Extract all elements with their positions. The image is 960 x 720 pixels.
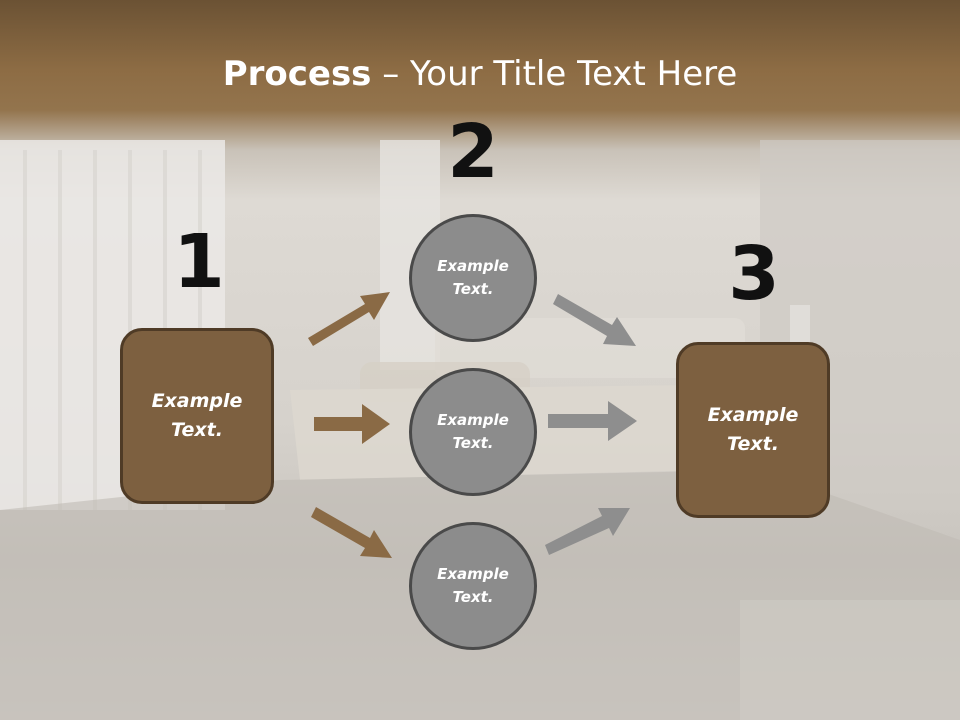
step-number-3: 3 [728,231,780,317]
step-number-2: 2 [447,109,499,195]
title-bold: Process [222,54,372,94]
arrow-top-to-3 [553,294,636,346]
arrow-1-to-middle [314,404,390,444]
step-2-circle-middle-text: Example Text. [437,411,509,452]
step-1-box: Example Text. [120,328,274,504]
title-rest: – Your Title Text Here [371,54,738,94]
step-2-circle-bottom-text: Example Text. [437,565,509,606]
slide-title: Process – Your Title Text Here [0,52,960,96]
step-1-text: Example Text. [151,390,243,441]
arrow-1-to-top [308,292,390,346]
arrow-1-to-bottom [311,507,392,558]
step-3-text: Example Text. [707,404,799,455]
step-2-circle-top: Example Text. [409,214,537,342]
step-2-circle-middle: Example Text. [409,368,537,496]
arrow-bottom-to-3 [545,508,630,555]
arrow-middle-to-3 [548,401,637,441]
step-3-box: Example Text. [676,342,830,518]
step-number-1: 1 [173,219,225,305]
step-2-circle-top-text: Example Text. [437,257,509,298]
step-2-circle-bottom: Example Text. [409,522,537,650]
